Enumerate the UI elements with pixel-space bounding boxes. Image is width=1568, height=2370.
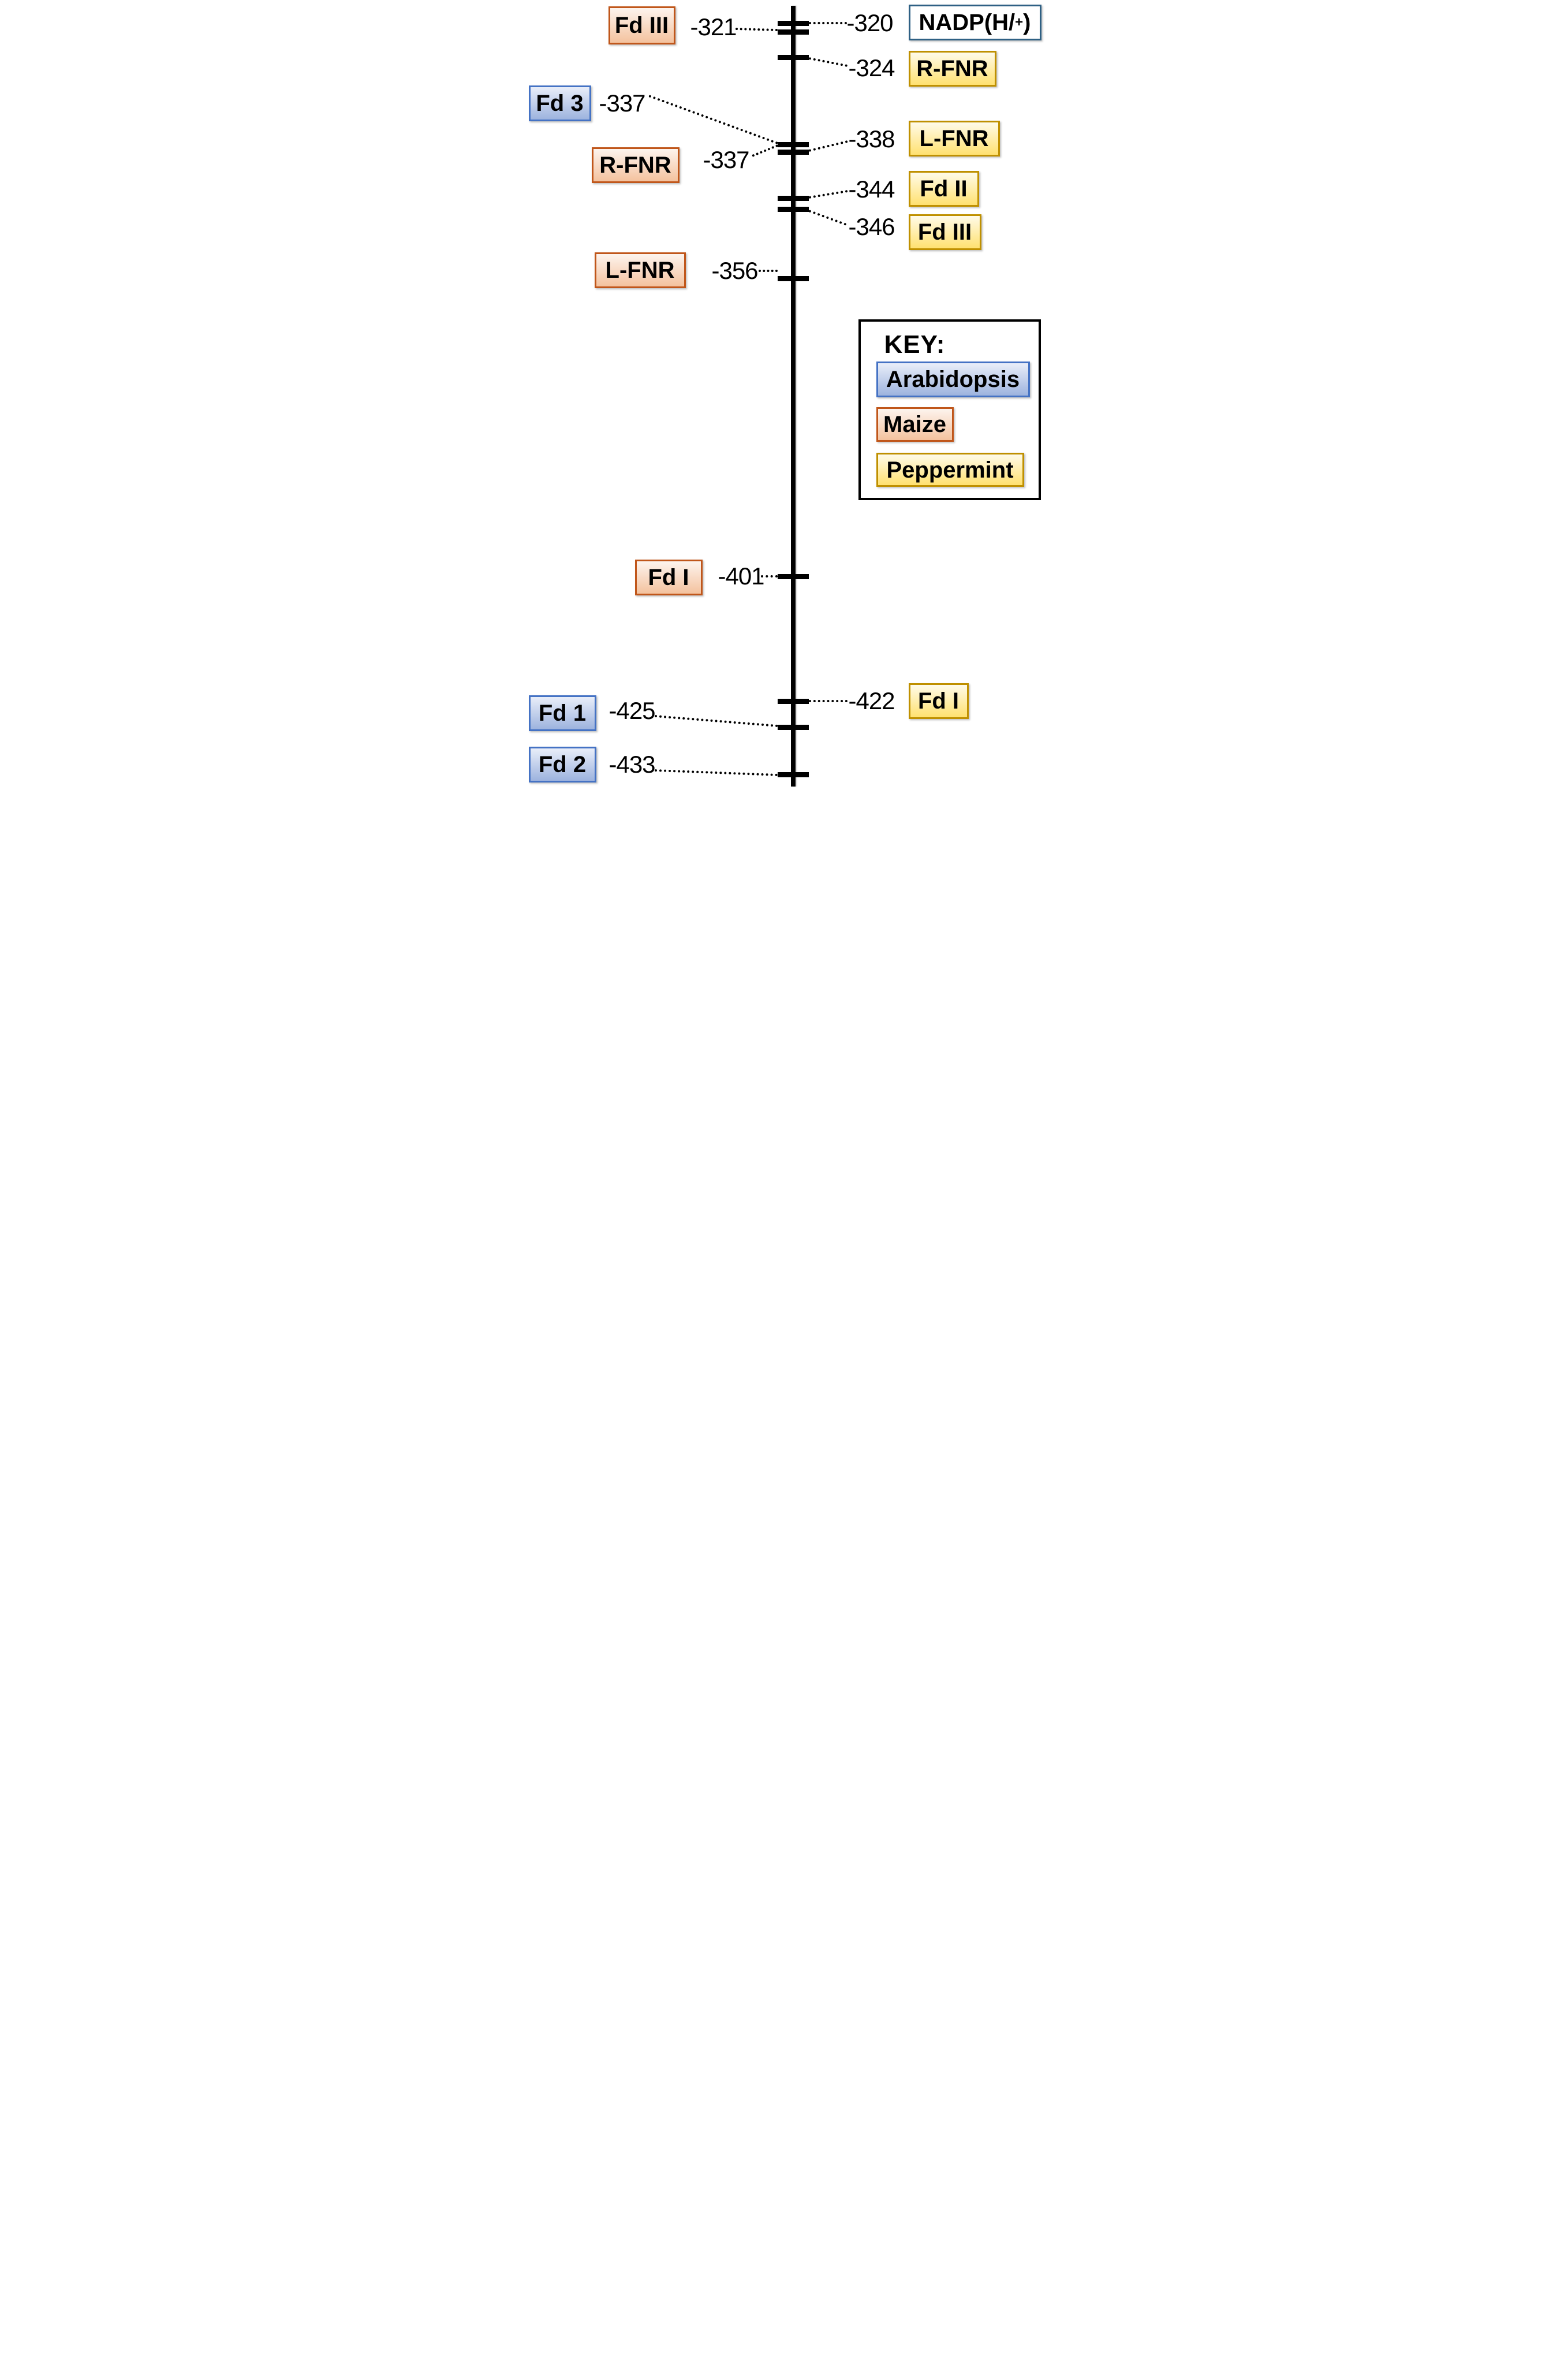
- potential-value: -433: [608, 751, 655, 778]
- connector-dotted-line: [808, 210, 847, 226]
- connector-dotted-line: [654, 715, 778, 727]
- connector-dotted-line: [648, 95, 778, 144]
- protein-label-text: ): [1023, 10, 1031, 35]
- potential-axis-line: [790, 6, 796, 787]
- protein-label-box: L-FNR: [594, 252, 686, 288]
- potential-value: -356: [711, 257, 758, 284]
- protein-label-box: L-FNR: [908, 121, 1000, 156]
- potential-value: -321: [690, 13, 737, 40]
- potential-value: -422: [848, 687, 895, 714]
- axis-tick: [777, 20, 809, 26]
- protein-label-box: NADP(H/+): [908, 5, 1041, 40]
- axis-tick: [777, 724, 809, 730]
- key-title: KEY:: [884, 330, 946, 359]
- key-species-box: Maize: [876, 407, 954, 442]
- axis-tick: [777, 698, 809, 704]
- key-species-box: Arabidopsis: [876, 362, 1030, 397]
- connector-dotted-line: [808, 57, 848, 67]
- connector-dotted-line: [735, 28, 778, 31]
- connector-dotted-line: [808, 700, 848, 702]
- connector-dotted-line: [654, 769, 778, 776]
- connector-dotted-line: [758, 270, 778, 272]
- protein-label-box: Fd I: [634, 560, 703, 595]
- connector-dotted-line: [751, 144, 778, 157]
- connector-dotted-line: [808, 22, 847, 24]
- potential-value: -346: [848, 213, 895, 240]
- protein-label-box: Fd 1: [528, 695, 596, 731]
- protein-label-box: Fd 2: [528, 747, 596, 782]
- protein-label-box: Fd 3: [528, 85, 591, 121]
- potential-value: -320: [846, 9, 893, 36]
- potential-value: -344: [848, 176, 895, 203]
- connector-dotted-line: [808, 190, 848, 199]
- axis-tick: [777, 195, 809, 201]
- axis-tick: [777, 29, 809, 35]
- potential-value: -337: [599, 90, 645, 117]
- protein-label-box: R-FNR: [908, 51, 996, 87]
- axis-tick: [777, 772, 809, 777]
- key-species-box: Peppermint: [876, 453, 1024, 487]
- axis-tick: [777, 141, 809, 147]
- potential-value: -425: [608, 697, 655, 724]
- protein-label-box: Fd III: [608, 6, 675, 44]
- connector-dotted-line: [808, 140, 848, 152]
- axis-tick: [777, 275, 809, 281]
- axis-tick: [777, 206, 809, 212]
- protein-label-box: Fd II: [908, 171, 979, 207]
- protein-label-box: Fd III: [908, 214, 981, 250]
- potential-value: -337: [703, 146, 749, 173]
- axis-tick: [777, 149, 809, 155]
- potential-value: -324: [848, 54, 895, 81]
- protein-label-box: Fd I: [908, 683, 969, 719]
- protein-label-text: NADP(H/: [919, 10, 1016, 35]
- protein-label-box: R-FNR: [591, 147, 680, 183]
- axis-tick: [777, 54, 809, 60]
- axis-tick: [777, 573, 809, 579]
- potential-value: -338: [848, 125, 895, 152]
- connector-dotted-line: [760, 575, 778, 577]
- potential-value: -401: [718, 562, 764, 590]
